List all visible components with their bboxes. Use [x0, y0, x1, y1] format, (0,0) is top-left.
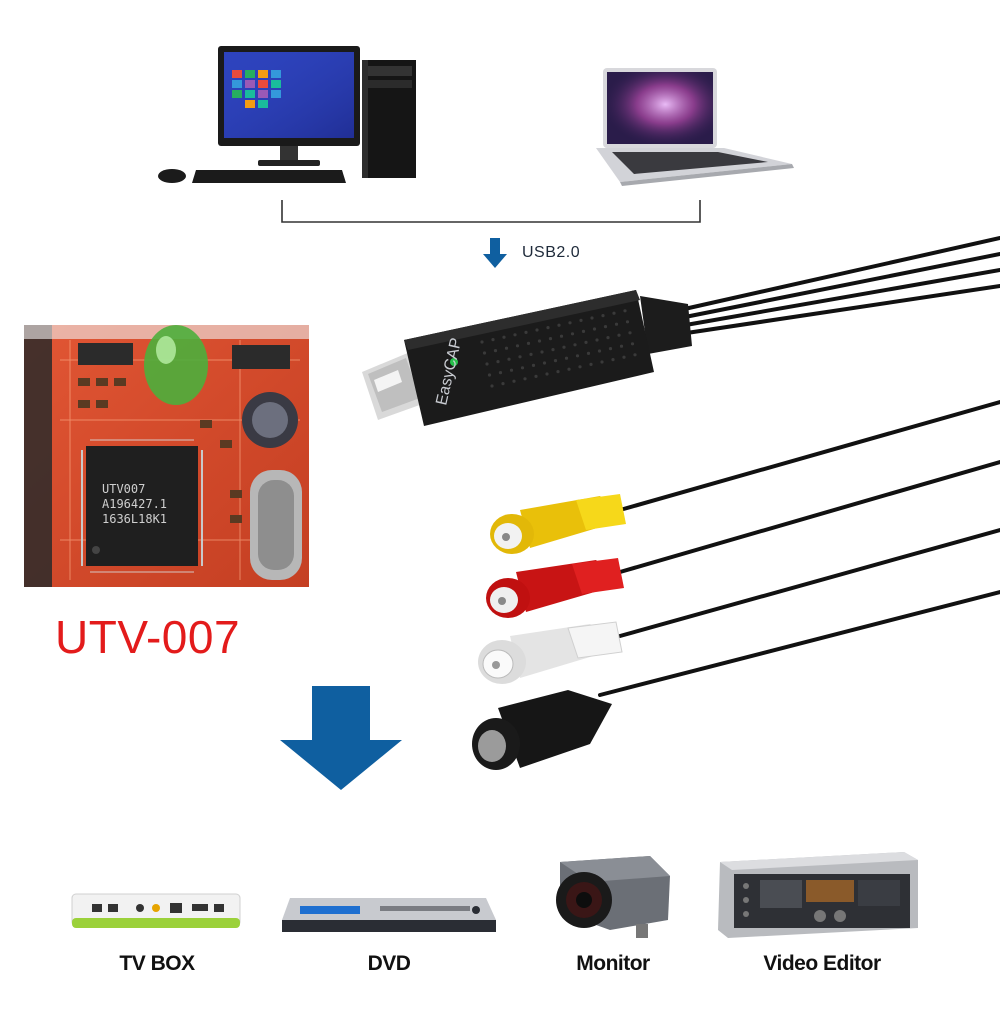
chip-board-photo: [24, 325, 309, 587]
vent-dot: [487, 373, 492, 377]
vent-dot: [493, 349, 498, 353]
vent-dot: [575, 354, 580, 358]
vent-dot: [567, 367, 571, 371]
vent-dot: [496, 360, 500, 364]
vent-dot: [524, 330, 528, 334]
device-label-monitor: Monitor: [576, 952, 650, 975]
vent-dot: [559, 334, 564, 338]
vent-dot: [535, 328, 539, 332]
vent-dot: [612, 311, 616, 315]
vent-dot: [581, 329, 586, 333]
video-editor-icon: [718, 852, 918, 938]
vent-dot: [625, 320, 630, 324]
vent-dot: [480, 340, 484, 344]
vent-dot: [553, 359, 558, 363]
vent-dot: [579, 318, 583, 322]
security-camera-icon: [556, 856, 670, 938]
vent-dot: [501, 382, 505, 386]
vent-dot: [628, 331, 632, 335]
vent-dot: [619, 344, 624, 348]
output-cables: [598, 400, 1000, 697]
tv-box-icon: [71, 893, 241, 928]
vent-dot: [520, 366, 525, 370]
chip-marking-line: A196427.1: [102, 497, 168, 511]
vent-dot: [537, 339, 542, 343]
vent-dot: [573, 343, 577, 347]
chip-marking: UTV007 A196427.1 1636L18K1: [102, 482, 167, 527]
vent-dot: [482, 351, 487, 355]
vent-dot: [614, 322, 619, 326]
vent-dot: [498, 371, 503, 375]
vent-dot: [529, 352, 533, 356]
vent-dot: [556, 370, 560, 374]
vent-dot: [546, 326, 550, 330]
connection-bracket: [281, 200, 701, 223]
vent-dot: [490, 384, 494, 388]
vent-dot: [586, 351, 591, 355]
vent-dot: [603, 325, 608, 329]
laptop-icon: [596, 68, 794, 186]
vent-dot: [485, 362, 489, 366]
vent-dot: [531, 363, 536, 367]
vent-dot: [512, 379, 516, 383]
vent-dot: [600, 360, 604, 364]
vent-dot: [608, 347, 613, 351]
vent-dot: [592, 327, 597, 331]
vent-dot: [633, 353, 637, 357]
vent-dot: [518, 355, 522, 359]
chip-model-title: UTV-007: [55, 611, 241, 663]
vent-dot: [606, 336, 610, 340]
vent-dot: [568, 321, 572, 325]
rca-yellow-connector: [490, 494, 626, 554]
vent-dot: [597, 349, 602, 353]
vent-dot: [630, 342, 635, 346]
vent-dot: [589, 362, 593, 366]
vent-dot: [584, 340, 588, 344]
rca-red-connector: [486, 558, 624, 618]
vent-dot: [515, 344, 520, 348]
vent-dot: [557, 323, 561, 327]
device-label-tv-box: TV BOX: [119, 952, 195, 975]
vent-dot: [617, 333, 621, 337]
s-video-connector: [472, 690, 612, 770]
vent-dot: [491, 338, 495, 342]
vent-dot: [542, 361, 547, 365]
vent-dot: [534, 374, 538, 378]
vent-dot: [540, 350, 544, 354]
dvd-player-icon: [282, 898, 496, 932]
vent-dot: [523, 377, 527, 381]
rca-white-connector: [478, 621, 623, 684]
vent-dot: [504, 346, 509, 350]
big-down-arrow-icon: [280, 686, 402, 790]
vent-dot: [611, 358, 615, 362]
vent-dot: [548, 337, 553, 341]
vent-dot: [513, 333, 517, 337]
vent-dot: [526, 341, 531, 345]
easycap-adapter: EasyCAP: [362, 236, 1000, 426]
desktop-computer-icon: [158, 46, 416, 183]
vent-dot: [590, 316, 594, 320]
device-label-video-editor: Video Editor: [763, 952, 881, 975]
device-label-dvd: DVD: [367, 952, 411, 975]
vent-dot: [595, 338, 599, 342]
vent-dot: [601, 314, 605, 318]
vent-dot: [623, 309, 627, 313]
usb-down-arrow-icon: [483, 238, 507, 268]
vent-dot: [570, 332, 575, 336]
vent-dot: [545, 372, 549, 376]
vent-dot: [562, 345, 566, 349]
vent-dot: [509, 368, 514, 372]
usb-interface-label: USB2.0: [522, 244, 581, 261]
vent-dot: [551, 348, 555, 352]
chip-marking-line: UTV007: [102, 482, 146, 496]
vent-dot: [578, 365, 582, 369]
vent-dot: [502, 335, 506, 339]
vent-dot: [564, 356, 569, 360]
chip-marking-line: 1636L18K1: [102, 512, 168, 526]
vent-dot: [622, 355, 626, 359]
vent-dot: [507, 357, 511, 361]
